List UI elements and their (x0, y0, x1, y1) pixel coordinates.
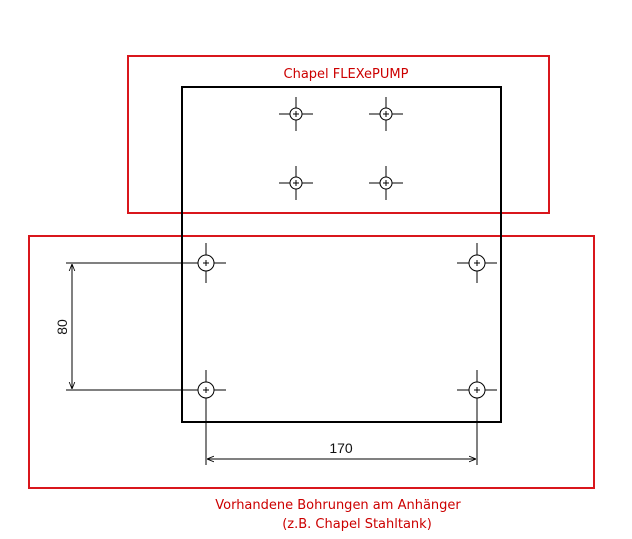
trailer-label-line1: Vorhandene Bohrungen am Anhänger (215, 498, 461, 513)
mounting-plate (181, 86, 502, 423)
pump-outline-box (127, 55, 550, 214)
pump-label: Chapel FLEXePUMP (284, 67, 409, 82)
pump-hole-top-right (369, 97, 403, 131)
trailer-hole-top-left (186, 243, 226, 283)
pump-hole-bottom-left (279, 166, 313, 200)
pump-hole-top-left (279, 97, 313, 131)
trailer-hole-bottom-right (457, 370, 497, 410)
trailer-hole-bottom-left (186, 370, 226, 410)
dimension-label-horizontal: 170 (329, 440, 353, 456)
pump-hole-bottom-right (369, 166, 403, 200)
dimension-label-vertical: 80 (54, 319, 70, 335)
dimension-horizontal: 170 (205, 410, 478, 465)
trailer-hole-top-right (457, 243, 497, 283)
trailer-outline-box (28, 235, 595, 489)
dimension-vertical: 80 (54, 262, 186, 391)
trailer-label-line2: (z.B. Chapel Stahltank) (282, 517, 432, 532)
